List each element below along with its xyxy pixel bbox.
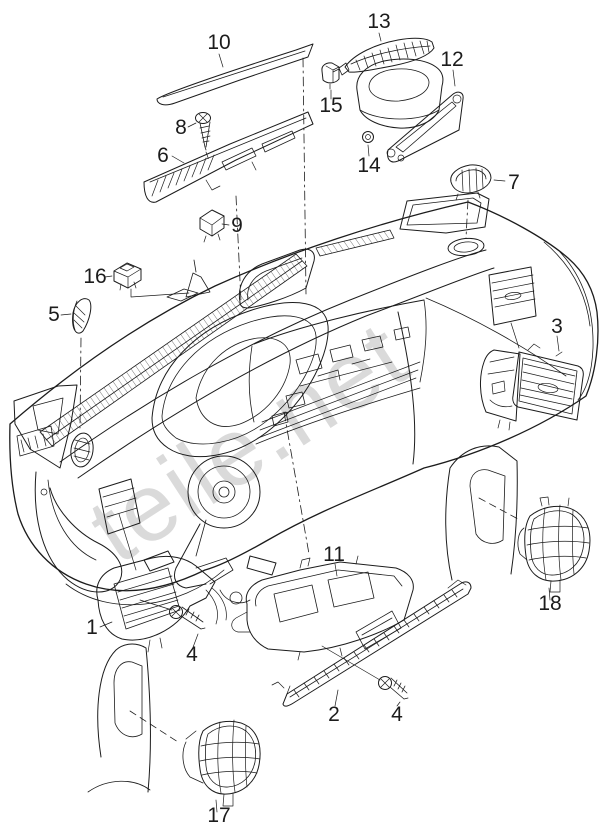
part-12-storage-tray: 12 [356,48,464,163]
watermark-text: teile.net [71,301,426,584]
part-14-grommet: 14 [357,131,381,177]
part-1-vent-assembly: 1 [86,555,234,653]
callout-10[interactable]: 10 [207,31,230,54]
part-13-grille: 13 [332,10,435,76]
part-3-vent-assembly: 3 [480,315,584,431]
part-11-vent-assembly: 11 [231,543,414,661]
instrument-cluster [151,302,329,458]
part-2-trim-strip: 2 [271,579,472,726]
callout-2[interactable]: 2 [328,703,340,726]
door-frame-left-sketch [87,643,151,793]
part-9-clip: 9 [199,209,243,243]
part-6-trim-frame: 6 [143,111,314,203]
door-frame-right-sketch [445,445,518,581]
callout-6[interactable]: 6 [157,144,169,167]
glovebox-area [397,241,594,465]
part-18-vent: 18 [517,496,591,615]
steering-column [143,455,277,605]
part-10-trim-strip: 10 [156,31,314,106]
part-16-clip: 16 [83,262,190,298]
callout-13[interactable]: 13 [367,10,390,33]
part-4-screw-right: 4 [378,676,409,726]
dashboard-drawing [9,192,599,606]
callout-11[interactable]: 11 [323,543,345,566]
callout-17[interactable]: 17 [207,804,230,827]
callout-3[interactable]: 3 [551,315,563,338]
part-7-vent: 7 [450,164,520,201]
callout-4-left[interactable]: 4 [186,643,198,666]
callout-5[interactable]: 5 [48,303,60,326]
callout-14[interactable]: 14 [357,154,381,177]
callout-16[interactable]: 16 [83,265,106,288]
callout-8[interactable]: 8 [175,116,187,139]
center-stack-opening [248,299,427,445]
callout-7[interactable]: 7 [508,171,520,194]
part-17-vent: 17 [182,719,261,827]
callout-18[interactable]: 18 [538,592,561,615]
callout-15[interactable]: 15 [319,94,342,117]
callout-12[interactable]: 12 [440,48,463,71]
part-15-clip: 15 [319,62,343,117]
left-end-panel [13,384,225,606]
part-4-screw-left: 4 [169,605,206,666]
callout-1[interactable]: 1 [86,616,98,639]
callout-4-right[interactable]: 4 [391,703,403,726]
part-5-vent: 5 [48,298,92,334]
callout-9[interactable]: 9 [231,214,243,237]
alignment-lines [79,57,520,743]
